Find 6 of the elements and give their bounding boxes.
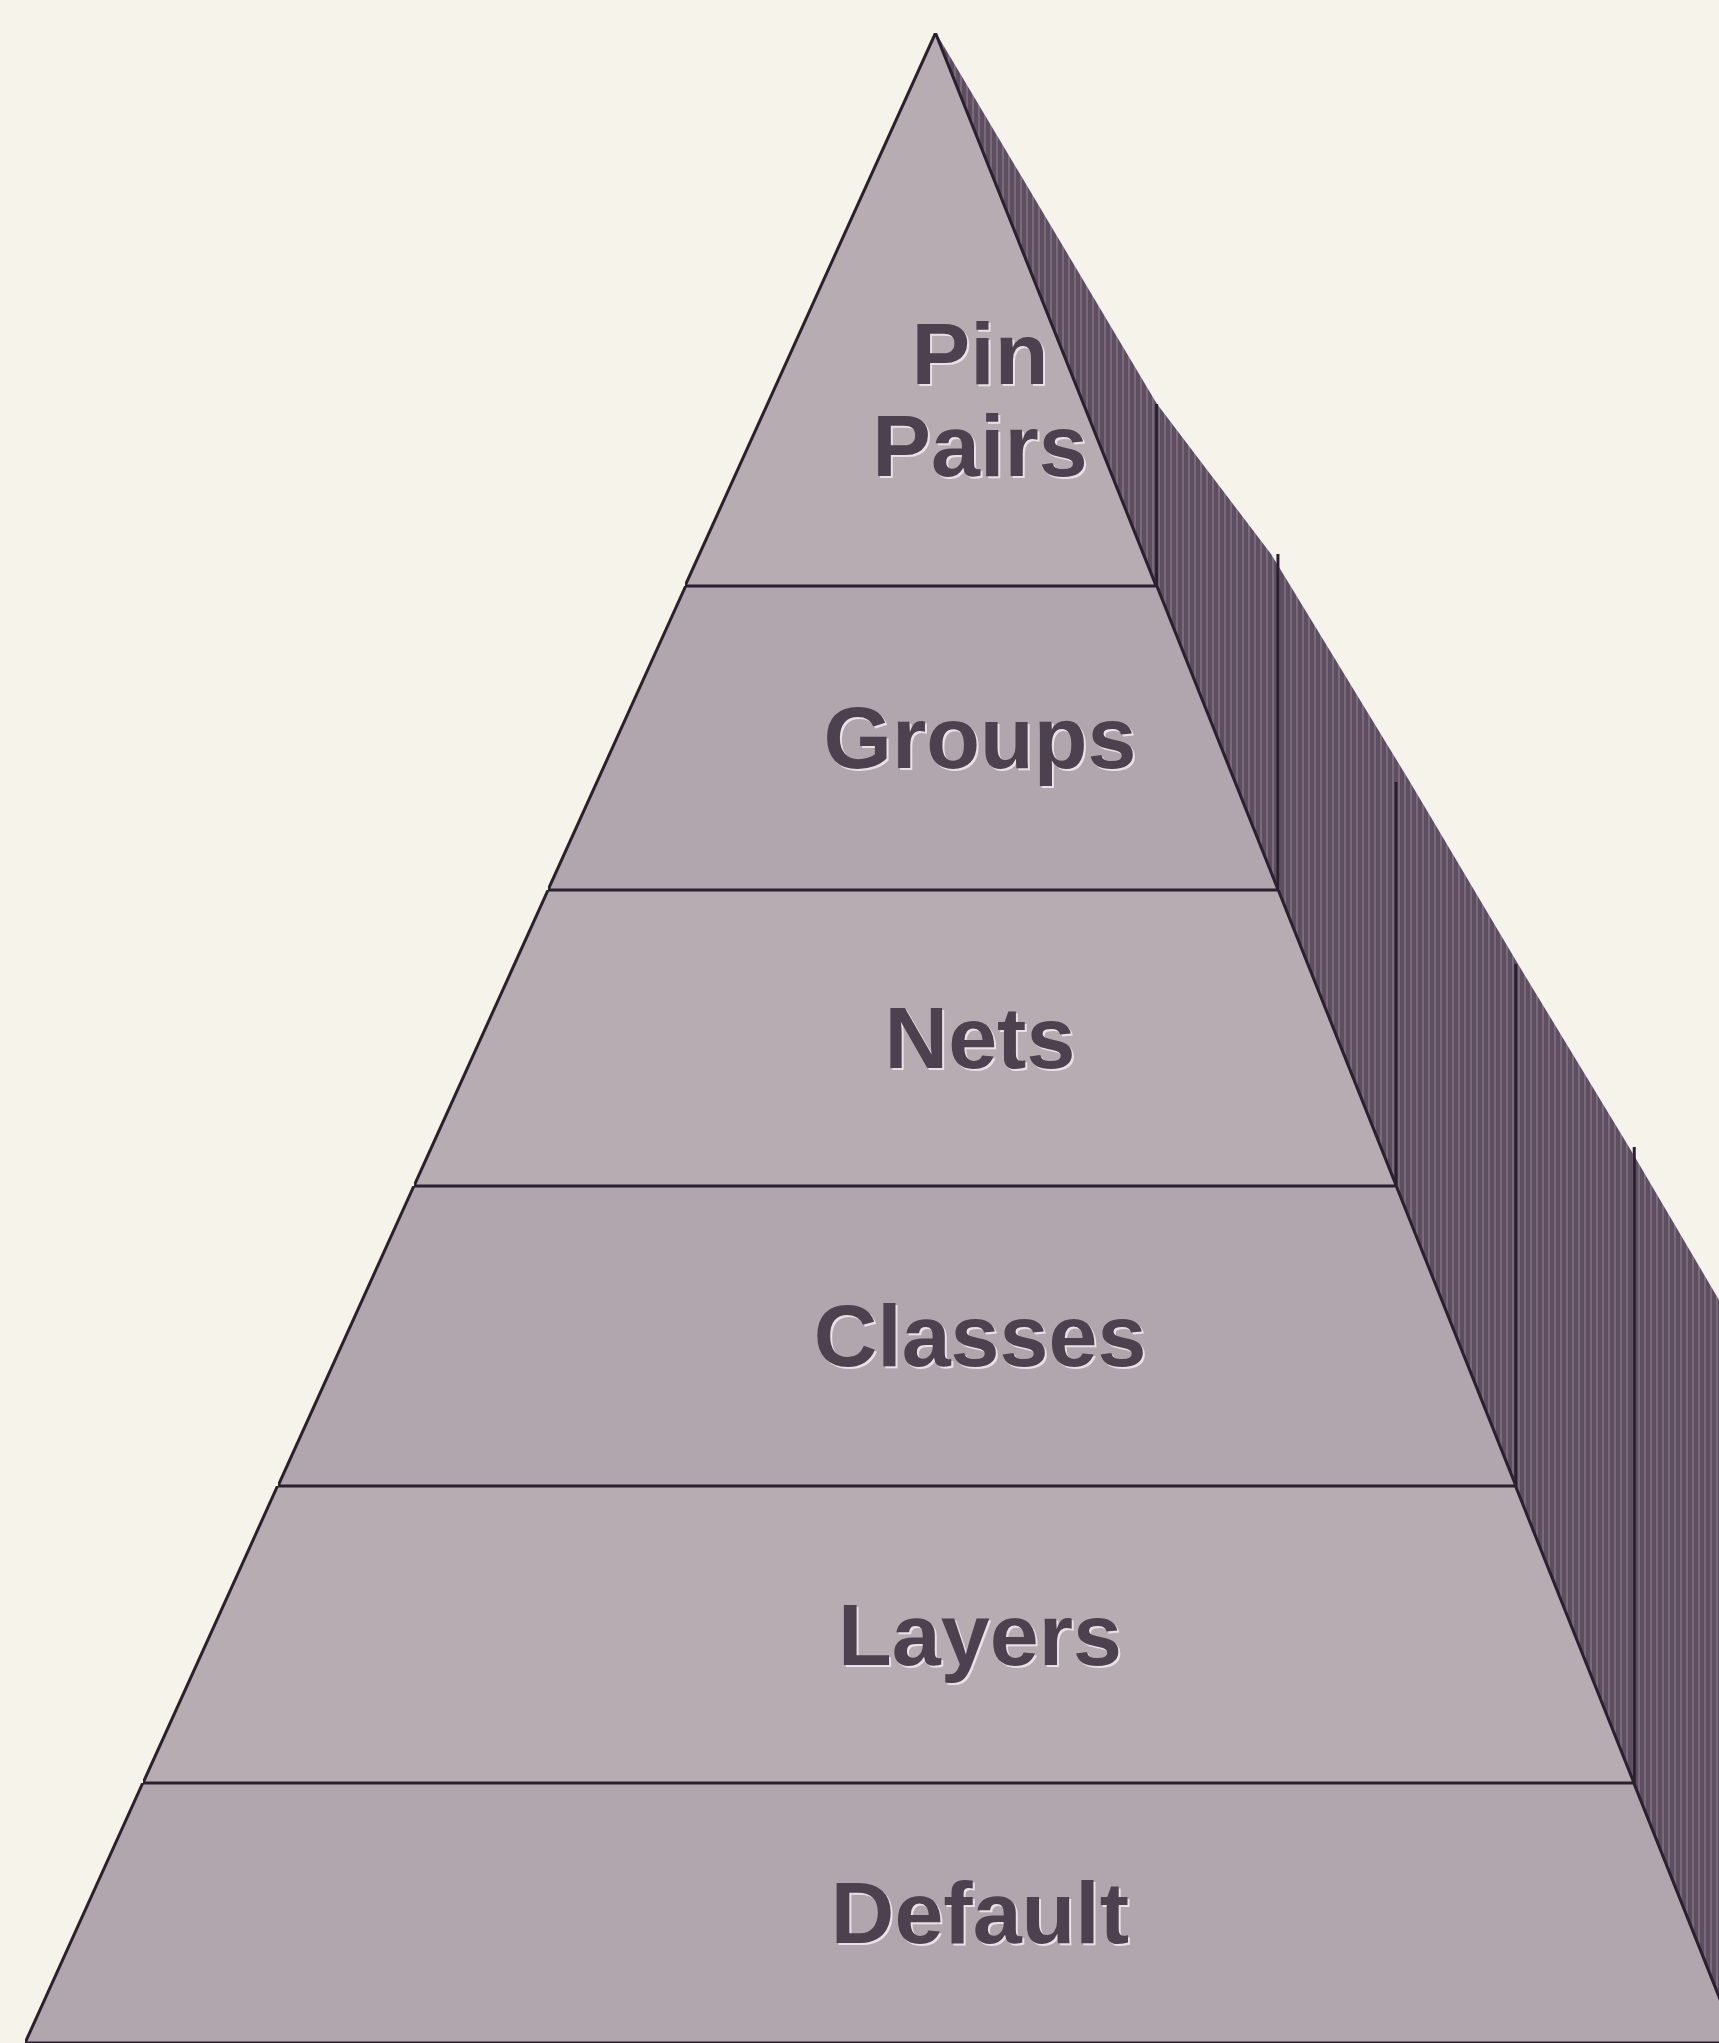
layer-label: Layers [837,1588,1123,1681]
layer-label: Groups [822,691,1138,785]
layer-label: Pin Pairs [871,307,1089,493]
layer-label: Nets [883,991,1077,1085]
layer-label: Default [829,1866,1131,1960]
layer-label: Classes [812,1289,1148,1383]
